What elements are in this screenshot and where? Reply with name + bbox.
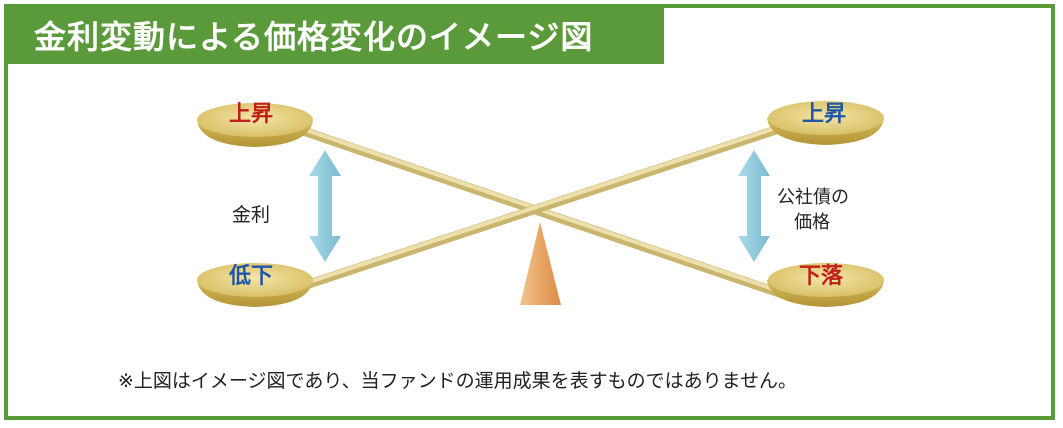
plate-icon [767, 263, 884, 307]
up-down-arrow-icon [309, 150, 341, 262]
fulcrum-icon [520, 222, 561, 305]
right-top-label: 上昇 [802, 102, 847, 127]
plate-icon [197, 263, 313, 307]
plate-icon [197, 103, 313, 147]
plate-icon [767, 101, 884, 145]
title-banner: 金利変動による価格変化のイメージ図 [4, 4, 664, 64]
left-bottom-label: 低下 [229, 264, 274, 289]
right-bottom-label: 下落 [799, 264, 844, 289]
up-down-arrow-icon [738, 150, 770, 262]
seesaw-bar-right-high [295, 122, 790, 292]
left-top-label: 上昇 [229, 102, 274, 127]
interest-rate-label: 金利 [232, 204, 271, 226]
page-title: 金利変動による価格変化のイメージ図 [34, 18, 594, 56]
bond-price-label-line2: 価格 [794, 212, 830, 233]
disclaimer-note: ※上図はイメージ図であり、当ファンドの運用成果を表すものではありません。 [118, 370, 798, 392]
bond-price-label-line1: 公社債の [777, 187, 849, 208]
